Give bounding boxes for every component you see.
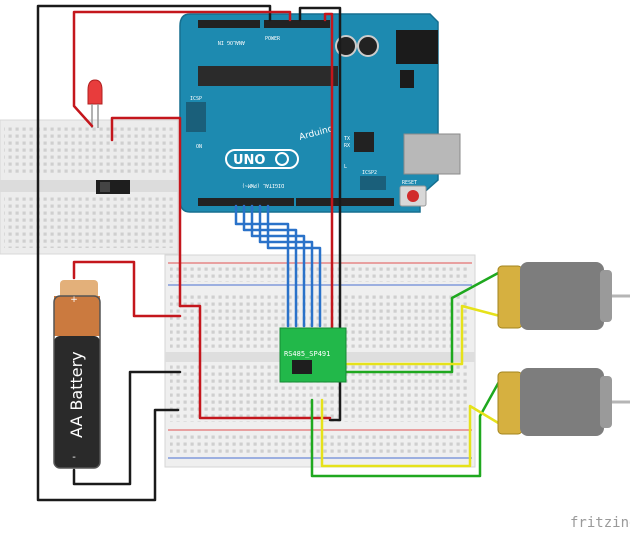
digital-label: DIGITAL (PWM~): [242, 182, 284, 188]
analog-header: [198, 20, 260, 28]
icsp-header: [186, 102, 206, 132]
digital-header-high: [296, 198, 394, 206]
digital-header-low: [198, 198, 294, 206]
red-led: [87, 79, 103, 128]
analog-label: ANALOG IN: [218, 39, 245, 45]
module-label: RS485_SP491: [284, 350, 330, 358]
reset-label: RESET: [402, 180, 417, 186]
model-label: UNO: [233, 153, 266, 168]
battery-label: AA Battery: [67, 351, 86, 438]
fritzing-logo: fritzing: [570, 515, 630, 531]
small-breadboard: [0, 119, 179, 255]
icsp-label: ICSP: [190, 96, 202, 102]
icsp2-header: [360, 176, 386, 190]
reset-button[interactable]: [407, 190, 419, 202]
dc-jack: [396, 30, 438, 64]
battery-minus: -: [72, 452, 76, 463]
usb-port: [403, 133, 461, 175]
rx-label: RX: [344, 143, 350, 149]
l-label: L: [344, 164, 347, 170]
on-label: ON: [196, 144, 202, 150]
aa-battery: + - AA Battery: [53, 280, 101, 469]
icsp2-label: ICSP2: [362, 170, 377, 176]
dc-motor-1: [497, 262, 630, 330]
power-header: [264, 20, 330, 28]
tx-label: TX: [344, 136, 350, 142]
atmega-chip: [198, 66, 338, 86]
power-label: POWER: [265, 36, 281, 42]
slide-switch[interactable]: [96, 180, 130, 194]
wires: [36, 4, 502, 502]
capacitor-2: [357, 35, 379, 57]
battery-plus: +: [70, 295, 78, 305]
dc-motor-2: [497, 368, 630, 436]
rs485-module: RS485_SP491: [279, 327, 347, 383]
arduino-uno-board: UNO Arduino POWER ANALOG IN DIGITAL (PWM…: [179, 13, 461, 213]
arduino-logo: [225, 149, 299, 169]
